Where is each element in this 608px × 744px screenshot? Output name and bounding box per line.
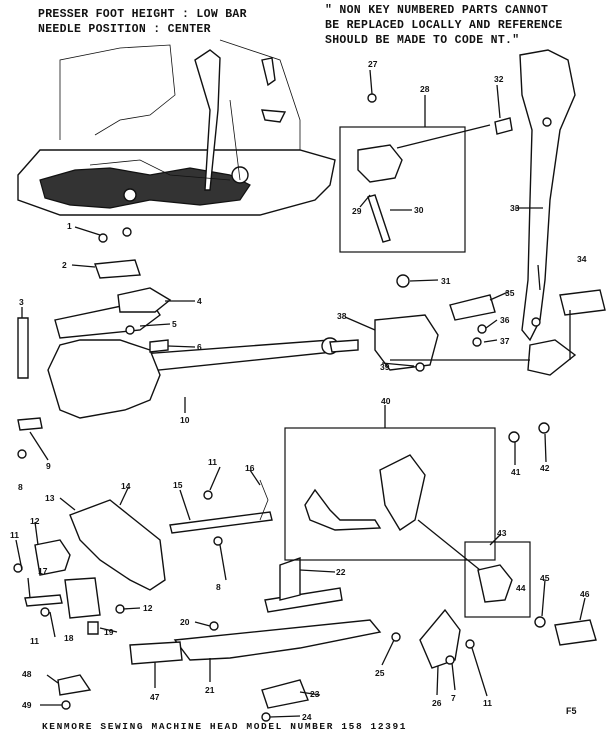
- callout-5: 5: [172, 319, 177, 329]
- callout-11-bottom: 11: [30, 636, 39, 646]
- callout-24: 24: [302, 712, 312, 722]
- callout-44: 44: [516, 583, 526, 593]
- machine-head-illustration: [17, 39, 336, 216]
- callout-46: 46: [580, 589, 590, 599]
- callout-37: 37: [500, 336, 510, 346]
- callout-31: 31: [441, 276, 451, 286]
- lower-linkage-assembly: [57, 557, 475, 722]
- callout-42: 42: [540, 463, 550, 473]
- needle-position-note: NEEDLE POSITION : CENTER: [38, 23, 211, 36]
- callout-49: 49: [22, 700, 32, 710]
- callout-26: 26: [432, 698, 442, 708]
- callout-11-left: 11: [10, 530, 19, 540]
- callout-32: 32: [494, 74, 504, 84]
- callout-36: 36: [500, 315, 510, 325]
- presser-foot-height-note: PRESSER FOOT HEIGHT : LOW BAR: [38, 8, 247, 21]
- callout-29: 29: [352, 206, 362, 216]
- callout-8-top: 8: [18, 482, 23, 492]
- callout-6: 6: [197, 342, 202, 352]
- callout-17: 17: [38, 566, 48, 576]
- callout-10: 10: [180, 415, 190, 425]
- callout-34: 34: [577, 254, 587, 264]
- part-28-box: [339, 93, 513, 288]
- callout-19: 19: [104, 627, 114, 637]
- callout-20: 20: [180, 617, 190, 627]
- callout-21: 21: [205, 685, 215, 695]
- callout-11-right: 11: [483, 698, 492, 708]
- callout-3: 3: [19, 297, 24, 307]
- callout-45: 45: [540, 573, 550, 583]
- bracket-14-assembly: [13, 479, 273, 635]
- leader-lines: [15, 69, 586, 718]
- part-40-box: [284, 422, 550, 561]
- part-38: [374, 314, 439, 372]
- callout-15: 15: [173, 480, 183, 490]
- callout-43: 43: [497, 528, 507, 538]
- callout-30: 30: [414, 205, 424, 215]
- callout-25: 25: [375, 668, 385, 678]
- callout-28: 28: [420, 84, 430, 94]
- callout-4: 4: [197, 296, 202, 306]
- callout-16: 16: [245, 463, 255, 473]
- callout-22: 22: [336, 567, 346, 577]
- replacement-note-line-2: BE REPLACED LOCALLY AND REFERENCE: [325, 19, 563, 32]
- callout-48: 48: [22, 669, 32, 679]
- callout-7: 7: [451, 693, 456, 703]
- callout-12-right: 12: [143, 603, 153, 613]
- callout-13: 13: [45, 493, 55, 503]
- callout-9: 9: [46, 461, 51, 471]
- callout-11-top: 11: [208, 457, 217, 467]
- callout-1: 1: [67, 221, 72, 231]
- callout-47: 47: [150, 692, 160, 702]
- callout-39: 39: [380, 362, 390, 372]
- callout-14: 14: [121, 481, 131, 491]
- callout-33: 33: [510, 203, 520, 213]
- model-footer: KENMORE SEWING MACHINE HEAD MODEL NUMBER…: [42, 721, 408, 732]
- callout-40: 40: [381, 396, 391, 406]
- callout-2: 2: [62, 260, 67, 270]
- part-43-box: [464, 541, 597, 646]
- callout-41: 41: [511, 467, 521, 477]
- callout-35: 35: [505, 288, 515, 298]
- callout-labels: 1 2 3 4 5 6 10 9 8 27 28 32 33 34 35 36 …: [10, 59, 590, 722]
- callout-27: 27: [368, 59, 378, 69]
- callout-8-bottom: 8: [216, 582, 221, 592]
- replacement-note-line-1: " NON KEY NUMBERED PARTS CANNOT: [325, 4, 549, 17]
- figure-code: F5: [566, 706, 577, 716]
- replacement-note-line-3: SHOULD BE MADE TO CODE NT.": [325, 34, 520, 47]
- lever-33: [449, 49, 606, 376]
- callout-23: 23: [310, 689, 320, 699]
- shaft-10-assembly: [17, 227, 359, 459]
- callout-38: 38: [337, 311, 347, 321]
- callout-18: 18: [64, 633, 74, 643]
- callout-12-left: 12: [30, 516, 40, 526]
